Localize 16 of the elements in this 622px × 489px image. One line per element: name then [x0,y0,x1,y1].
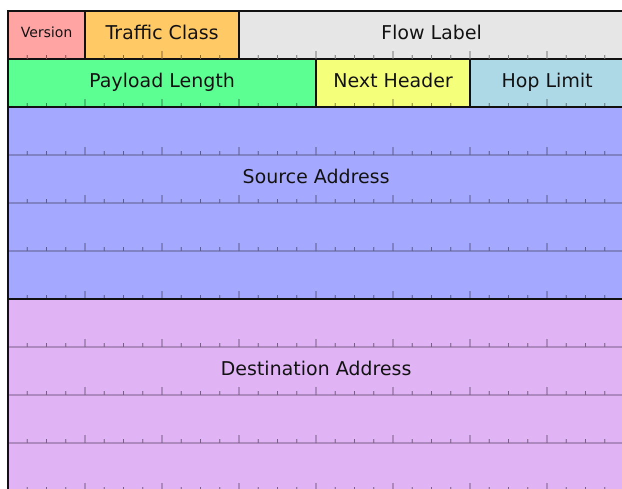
field-label: Destination Address [220,357,412,382]
header-field [469,58,622,108]
header-field [7,10,86,60]
field-label: Payload Length [89,69,235,94]
field-label: Traffic Class [105,21,219,46]
header-field [7,58,317,108]
header-field [315,58,471,108]
field-label: Source Address [242,165,390,190]
field-label: Hop Limit [501,69,593,94]
header-field [7,298,622,489]
field-label: Version [20,24,72,43]
field-label: Next Header [333,69,453,94]
field-label: Flow Label [381,21,482,46]
header-field [7,106,622,300]
header-field [238,10,622,60]
header-field [84,10,240,60]
